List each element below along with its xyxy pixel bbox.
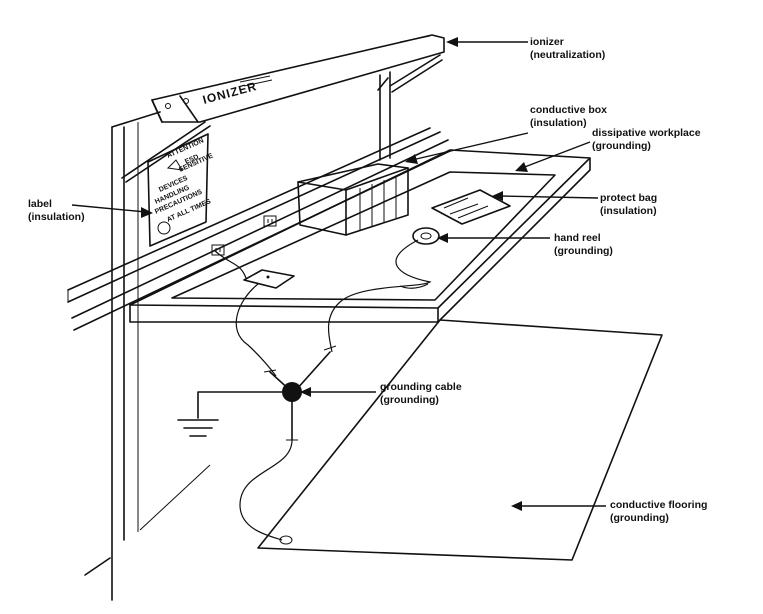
callout-protect-bag-subtitle: (insulation) — [600, 205, 657, 217]
wrist-strap-box — [243, 269, 295, 289]
conductive-flooring — [257, 319, 663, 561]
hand-reel — [412, 227, 440, 245]
left-frame-post — [84, 111, 211, 601]
callout-grounding-cable-title: grounding cable — [380, 381, 462, 393]
callout-conductive-box-title: conductive box — [530, 104, 607, 116]
callout-labels: ionizer (neutralization) conductive box … — [28, 36, 707, 524]
grounding-junction — [282, 382, 302, 402]
callout-conductive-flooring-subtitle: (grounding) — [610, 512, 669, 524]
callout-dissipative-workplace-title: dissipative workplace — [592, 127, 701, 139]
ionizer-sign-text: IONIZER — [201, 79, 258, 107]
callout-hand-reel-subtitle: (grounding) — [554, 245, 613, 257]
wall-sockets — [211, 215, 277, 256]
callout-grounding-cable-subtitle: (grounding) — [380, 394, 439, 406]
callout-ionizer-title: ionizer — [530, 36, 564, 48]
grounding-cables — [177, 239, 432, 545]
conductive-box — [297, 163, 409, 236]
callout-protect-bag-title: protect bag — [600, 192, 657, 204]
workbench — [129, 149, 591, 323]
callout-label-title: label — [28, 198, 52, 210]
protect-bag — [431, 189, 511, 225]
callout-arrows — [71, 37, 606, 511]
callout-ionizer-subtitle: (neutralization) — [530, 49, 605, 61]
label-sign-line-1: ATTENTION — [166, 137, 205, 159]
callout-conductive-box-subtitle: (insulation) — [530, 117, 587, 129]
callout-label-subtitle: (insulation) — [28, 211, 85, 223]
callout-hand-reel-title: hand reel — [554, 232, 601, 244]
callout-conductive-flooring-title: conductive flooring — [610, 499, 707, 511]
callout-dissipative-workplace-subtitle: (grounding) — [592, 140, 651, 152]
ionizer-unit: IONIZER — [121, 34, 445, 183]
